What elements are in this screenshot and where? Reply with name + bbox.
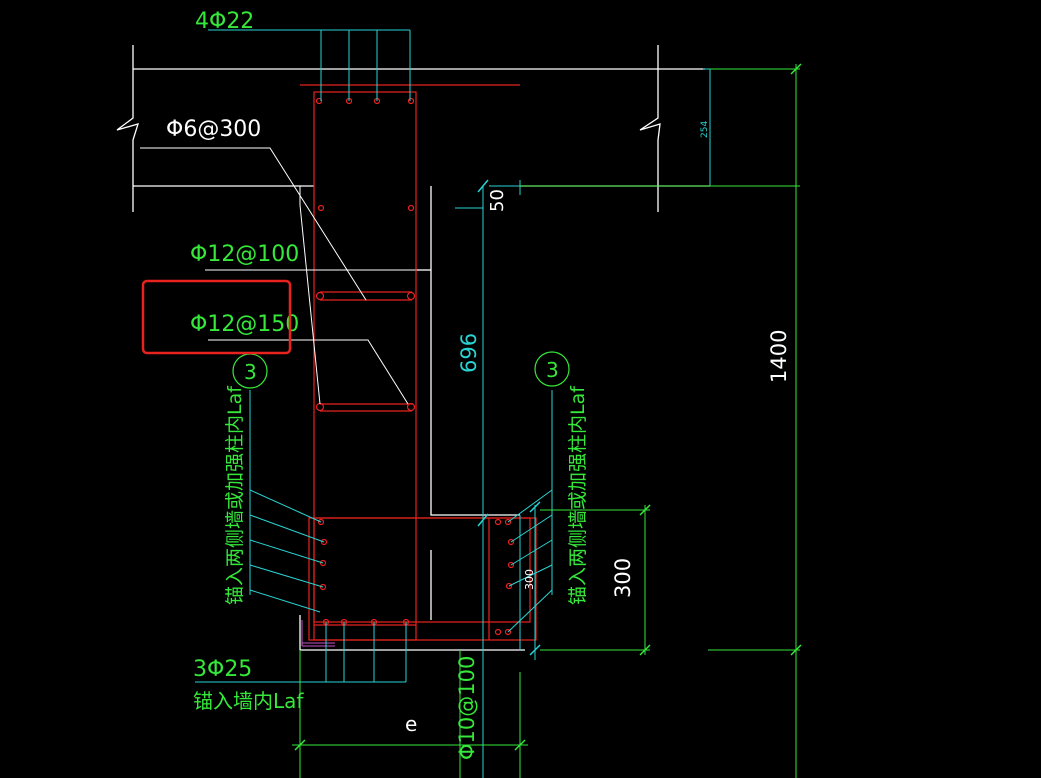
section-mark-circle-right: [534, 351, 570, 387]
rebar-dots: [315, 97, 515, 636]
rebar-cage: [300, 84, 537, 641]
label-bottom-rebar: 3Φ25: [193, 657, 252, 682]
dim-50: 50: [487, 189, 508, 212]
dim-254: 254: [700, 121, 710, 138]
label-top-rebar: 4Φ22: [195, 9, 254, 34]
leader-lines-cyan: [195, 29, 718, 778]
label-dim-e: e: [405, 712, 417, 736]
dim-ticks-cyan: [477, 179, 541, 656]
label-tie-150: Φ12@150: [190, 312, 299, 337]
dim-lines-green: [292, 64, 800, 778]
leader-lines-white: [140, 147, 415, 405]
label-tie-100: Φ12@100: [190, 242, 299, 267]
label-anchor-right: 锚入两侧墙或加强柱内Laf: [567, 385, 589, 605]
label-stirrup-main: Φ6@300: [166, 117, 261, 142]
dim-1400: 1400: [767, 330, 791, 383]
label-bottom-stirrup: Φ10@100: [455, 656, 479, 760]
label-bottom-anchor: 锚入墙内Laf: [193, 689, 304, 713]
bottom-hatch: [301, 620, 335, 647]
dim-ticks-green: [294, 63, 802, 751]
label-section-mark-right: 3: [546, 358, 559, 382]
label-section-mark-left: 3: [244, 360, 257, 384]
dim-300: 300: [611, 558, 635, 598]
dim-300-small: 300: [523, 569, 536, 590]
highlight-box: [141, 279, 292, 355]
dim-696: 696: [457, 333, 481, 373]
label-anchor-left: 锚入两侧墙或加强柱内Laf: [224, 385, 246, 605]
